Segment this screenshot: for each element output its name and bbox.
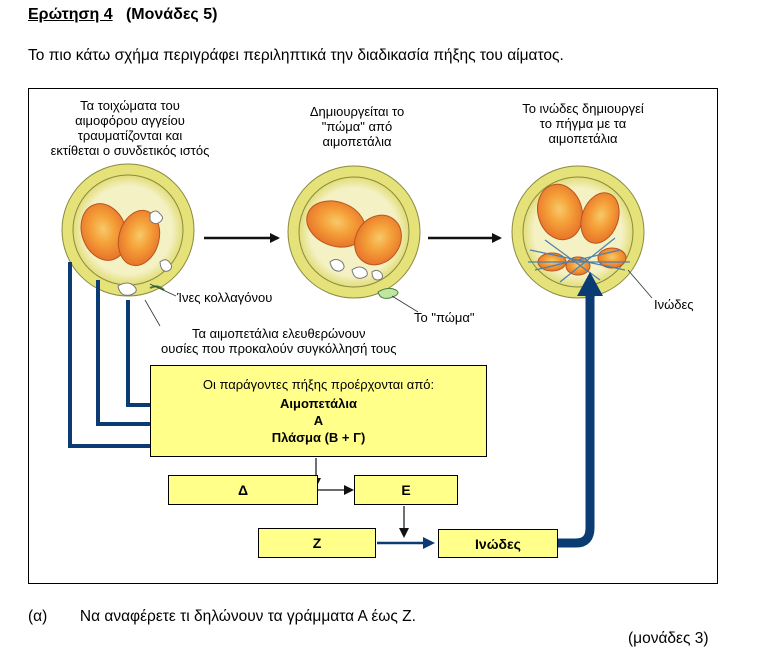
vessel-stage-3 (511, 165, 645, 299)
caption-line: Το ινώδες δημιουργεί (522, 101, 644, 116)
red-blood-cell (580, 192, 620, 244)
caption-line: "πώμα" από (321, 119, 393, 134)
label-fibrin: Ινώδες (654, 297, 694, 312)
question-title: Ερώτηση 4 (28, 6, 113, 23)
box-z: Ζ (258, 528, 376, 558)
red-blood-cell (354, 214, 402, 266)
factors-line-a: Α (313, 413, 324, 428)
red-blood-cell (117, 209, 161, 267)
caption-line: το πήγμα με τα (539, 116, 627, 131)
label-line: ουσίες που προκαλούν συγκόλλησή τους (161, 341, 397, 356)
fibrin-mesh (528, 237, 630, 283)
sub-question: (α) Να αναφέρετε τι δηλώνουν τα γράμματα… (28, 608, 416, 626)
sub-question-marks: (μονάδες 3) (628, 630, 709, 647)
label-plug: Το "πώμα" (414, 310, 475, 325)
vessel-stage-2 (287, 165, 421, 299)
label-line: Τα αιμοπετάλια ελευθερώνουν (192, 326, 366, 341)
diagram-frame (28, 88, 718, 584)
caption-line: Τα τοιχώματα του (80, 98, 180, 113)
vessel-stage-1 (61, 163, 195, 297)
box-d: Δ (168, 475, 318, 505)
clotting-factors-box: Οι παράγοντες πήξης προέρχονται από: Αιμ… (150, 365, 487, 457)
caption-line: τραυματίζονται και (77, 128, 183, 143)
caption-line: εκτίθεται ο συνδετικός ιστός (50, 143, 210, 158)
question-intro: Το πιο κάτω σχήμα περιγράφει περιληπτικά… (28, 47, 564, 64)
caption-line: αιμοπετάλια (322, 134, 392, 149)
arrow-fibrin-to-clot (558, 290, 595, 548)
caption-line: Δημιουργείται το (309, 104, 405, 119)
factors-line-platelets: Αιμοπετάλια (280, 396, 357, 411)
stage3-caption: Το ινώδες δημιουργεί το πήγμα με τα αιμο… (500, 101, 666, 146)
arrow-blood-to-factors-1 (68, 262, 173, 452)
stage1-caption: Τα τοιχώματα του αιμοφόρου αγγείου τραυμ… (18, 98, 242, 158)
stage2-caption: Δημιουργείται το "πώμα" από αιμοπετάλια (282, 104, 432, 149)
label-collagen: Ίνες κολλαγόνου (177, 290, 273, 305)
label-platelets-release: Τα αιμοπετάλια ελευθερώνουν ουσίες που π… (161, 326, 396, 356)
sub-question-text: Να αναφέρετε τι δηλώνουν τα γράμματα Α έ… (79, 608, 416, 625)
arrow-blood-to-factors-2 (96, 280, 173, 430)
caption-line: αιμοπετάλια (548, 131, 618, 146)
box-e: Ε (354, 475, 458, 505)
factors-heading: Οι παράγοντες πήξης προέρχονται από: (202, 377, 435, 392)
question-points: (Μονάδες 5) (125, 6, 218, 23)
box-fibrin: Ινώδες (438, 529, 558, 558)
question-heading: Ερώτηση 4 (Μονάδες 5) (28, 6, 217, 24)
sub-question-label: (α) (28, 608, 48, 625)
caption-line: αιμοφόρου αγγείου (75, 113, 185, 128)
red-blood-cell (537, 183, 583, 241)
factors-line-plasma: Πλάσμα (Β + Γ) (271, 430, 366, 445)
